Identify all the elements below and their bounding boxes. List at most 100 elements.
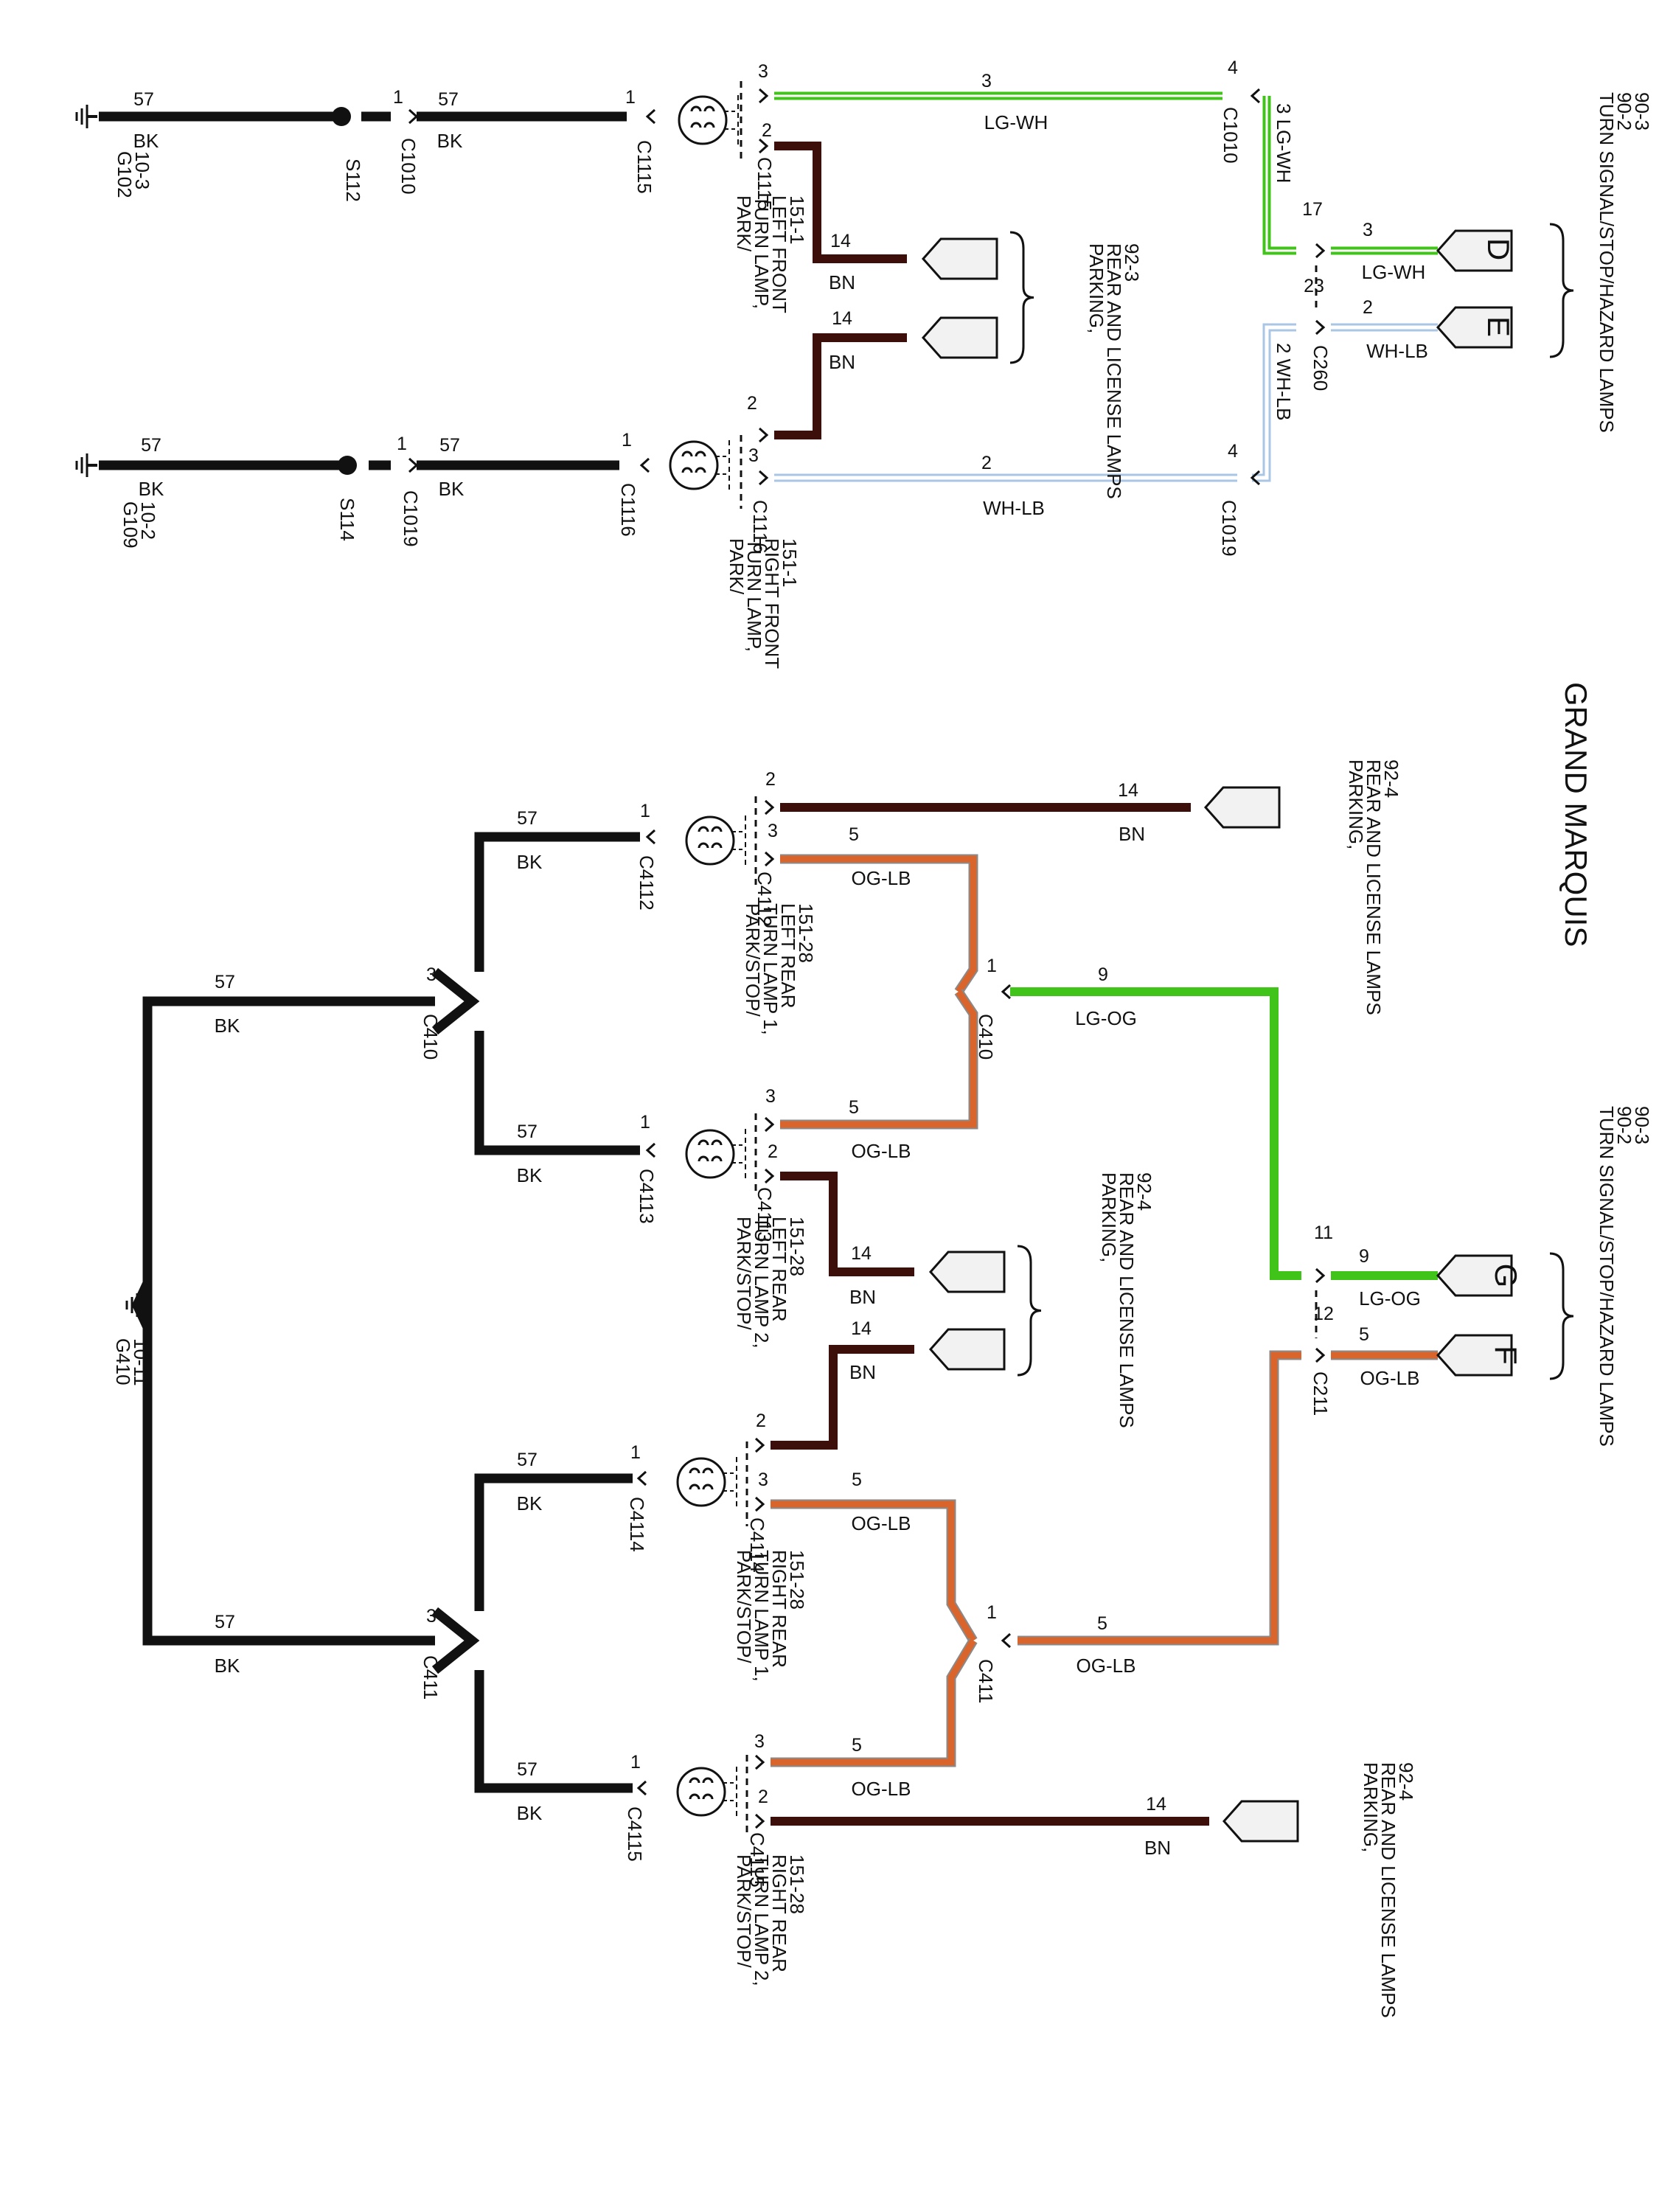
connector-pin xyxy=(764,1116,775,1133)
text-line: LEFT FRONT xyxy=(768,195,790,313)
wire-color: BK xyxy=(517,1164,543,1186)
connector-pin xyxy=(1250,88,1261,104)
connector-pin xyxy=(645,108,656,125)
wire-color: OG-LB xyxy=(852,1512,911,1534)
pin-number: 1 xyxy=(622,430,632,451)
text-line: PARKING, xyxy=(1360,1762,1382,1852)
pin-number: 2 xyxy=(768,1141,778,1162)
wire-color: BN xyxy=(849,1361,876,1383)
wire-color: BN xyxy=(829,271,855,293)
brace-tsh-rear xyxy=(1549,1252,1574,1380)
wire-lg-wh-stripe xyxy=(1265,96,1296,252)
lamp-left-front-filament xyxy=(690,122,702,128)
pin-number: 1 xyxy=(640,801,650,821)
wire-57-bk xyxy=(142,1001,435,1646)
text-line: REAR AND LICENSE LAMPS xyxy=(1116,1172,1138,1428)
text-line: 10-3 xyxy=(131,151,153,189)
text-line: 151-28 xyxy=(786,1854,808,1914)
circuit-number: 57 xyxy=(439,435,460,456)
wire-og-lb xyxy=(780,855,977,994)
brace-park-front xyxy=(1009,231,1034,364)
connector-label: C411 xyxy=(420,1655,442,1700)
connector-label: C4112 xyxy=(636,855,658,911)
text-line: 92-3 xyxy=(1121,243,1143,282)
connector-id-f: F xyxy=(1489,1346,1523,1365)
wire-color: LG-OG xyxy=(1359,1287,1421,1310)
lamp-left-rear-1-filament xyxy=(711,842,723,849)
wire-57-bk-branch xyxy=(431,967,480,1035)
text-line: LEFT REAR xyxy=(777,903,799,1009)
connector-pin xyxy=(758,427,769,443)
wire-14-bn xyxy=(774,333,907,439)
connector-label: C1116 xyxy=(749,500,771,554)
pin-number: 12 xyxy=(1313,1304,1334,1324)
text-line: 151-28 xyxy=(786,1550,808,1610)
splice-dot xyxy=(338,456,357,475)
connector-id-d: D xyxy=(1481,238,1516,260)
page-title: GRAND MARQUIS xyxy=(1559,682,1593,947)
text-line: TURN SIGNAL/STOP/HAZARD LAMPS xyxy=(1596,92,1618,433)
wire-og-lb xyxy=(1018,1352,1301,1644)
circuit-number: 5 xyxy=(1359,1324,1369,1345)
text-line: PARKING, xyxy=(1345,759,1367,849)
text-line: PARKING, xyxy=(1085,243,1107,333)
connector-pin xyxy=(758,470,769,486)
lamp-left-rear-1-filament xyxy=(698,826,709,832)
pin-number: 11 xyxy=(1314,1222,1333,1243)
splice-dot xyxy=(332,107,351,126)
wire-14-bn xyxy=(774,142,907,263)
circuit-number: 9 xyxy=(1359,1246,1369,1267)
wire-color: BK xyxy=(139,478,164,500)
connector-pin xyxy=(754,1496,765,1512)
wire-label: 3 LG-WH xyxy=(1273,103,1295,183)
circuit-number: 9 xyxy=(1098,964,1108,985)
wire-color: BK xyxy=(437,130,463,152)
text-line: 151-1 xyxy=(779,538,801,588)
lamp-right-rear-2 xyxy=(676,1767,726,1817)
pin-number: 3 xyxy=(758,61,768,82)
connector-label: C4115 xyxy=(746,1832,768,1888)
wire-57-bk xyxy=(474,1031,640,1155)
lamp-left-front-filament xyxy=(703,105,715,112)
pin-number: 3 xyxy=(748,445,759,466)
wire-57-bk xyxy=(474,832,640,972)
connector-pin xyxy=(764,1168,775,1184)
circuit-number: 57 xyxy=(215,972,235,992)
brace-park-rear-2 xyxy=(1017,1245,1042,1377)
connector-pin xyxy=(754,1437,765,1453)
wire-color: WH-LB xyxy=(983,497,1045,519)
connector-tag-g xyxy=(1436,1254,1513,1297)
text-line: 92-4 xyxy=(1133,1172,1155,1211)
connector-pin xyxy=(754,1813,765,1829)
text-line: PARK/ xyxy=(726,538,748,595)
connector-pin xyxy=(1315,243,1326,259)
text-line: 151-28 xyxy=(795,903,817,963)
wire-color: BK xyxy=(133,130,159,152)
circuit-number: 5 xyxy=(849,824,859,845)
connector-label: C4115 xyxy=(624,1806,646,1862)
lamp-left-front-filament xyxy=(690,105,702,112)
connector-pin xyxy=(758,88,769,104)
brace-tsh-front xyxy=(1549,223,1574,358)
connector-tag-park-rear-2 xyxy=(928,1251,1006,1293)
wire-57-bk xyxy=(474,1670,633,1793)
wire-14-bn xyxy=(771,1345,914,1450)
wire-14-bn xyxy=(780,1172,914,1276)
connector-pin xyxy=(754,1754,765,1770)
wire-og-lb xyxy=(780,990,977,1128)
circuit-number: 14 xyxy=(1118,780,1138,801)
pin-number: 1 xyxy=(625,87,636,108)
wire-57-bk xyxy=(474,1473,633,1611)
wire-wh-lb-core xyxy=(1252,325,1296,480)
wire-color: BK xyxy=(215,1015,240,1037)
connector-label: C410 xyxy=(975,1014,997,1060)
circuit-number: 2 xyxy=(1363,297,1373,318)
text-line: G410 xyxy=(112,1338,134,1385)
connector-pin xyxy=(1250,470,1261,486)
